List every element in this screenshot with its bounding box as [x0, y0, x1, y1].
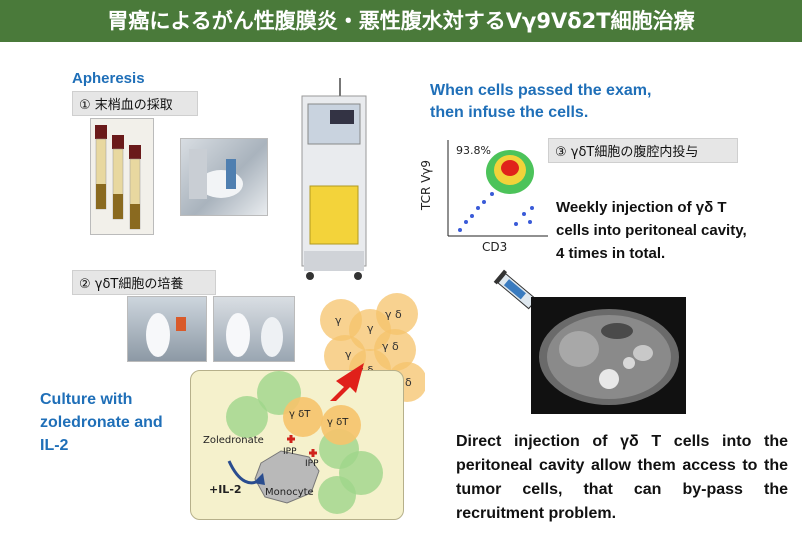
gdT-label-2: γ δT — [327, 417, 349, 428]
culture-caption: Culture with zoledronate and IL-2 — [40, 388, 163, 457]
gdT-cell — [321, 405, 361, 445]
lab-photo — [180, 138, 268, 216]
exam-text: When cells passed the exam, then infuse … — [430, 80, 651, 124]
cleanroom-photo-1 — [127, 296, 207, 362]
weekly-line1: Weekly injection of γδ T — [556, 199, 727, 216]
step3-label: ③ γδT細胞の腹腔内投与 — [548, 138, 738, 163]
flow-scatter-dots — [458, 192, 534, 232]
il2-label: +IL-2 — [209, 483, 242, 496]
exam-line2: then infuse the cells. — [430, 104, 589, 121]
exam-line1: When cells passed the exam, — [430, 82, 652, 99]
culture-caption-line1: Culture with — [40, 391, 133, 408]
monocyte-shape — [254, 450, 320, 504]
green-cell — [318, 476, 356, 514]
flow-percent: 93.8% — [456, 144, 491, 157]
ipp-label-1: IPP — [283, 447, 297, 457]
expanded-cell-label: γ — [335, 314, 342, 327]
blood-tubes-photo — [90, 118, 154, 235]
weekly-line3: 4 times in total. — [556, 245, 666, 262]
ipp-receptor — [309, 449, 317, 457]
mechanism-diagram: Zoledronate +IL-2 Monocyte IPP IPP γ δT … — [190, 370, 404, 520]
gdT-cell — [283, 397, 323, 437]
step2-label: ② γδT細胞の培養 — [72, 270, 216, 295]
ipp-label-2: IPP — [305, 459, 319, 469]
expanded-cell-label: γ δ — [382, 340, 399, 353]
apheresis-heading: Apheresis — [72, 70, 145, 87]
gdT-label-1: γ δT — [289, 409, 311, 420]
ct-scan-image — [531, 297, 686, 414]
conclusion-text: Direct injection of γδ T cells into the … — [456, 433, 788, 522]
page-title: 胃癌によるがん性腹膜炎・悪性腹水対するVγ9Vδ2T細胞治療 — [0, 0, 802, 42]
culture-caption-line3: IL-2 — [40, 437, 69, 454]
flow-cluster-core — [501, 160, 519, 176]
expansion-arrow — [322, 355, 370, 405]
green-cell — [226, 396, 268, 438]
expanded-cell-label: γ — [345, 348, 352, 361]
flow-xlabel: CD3 — [482, 240, 508, 254]
monocyte-label: Monocyte — [265, 487, 314, 498]
ipp-receptor — [287, 435, 295, 443]
weekly-line2: cells into peritoneal cavity, — [556, 222, 747, 239]
zoledronate-label: Zoledronate — [203, 435, 264, 446]
flow-cytometry-plot: 93.8% TCR Vγ9 CD3 — [412, 132, 552, 262]
zoledronate-arrow-head — [253, 473, 265, 485]
expanded-cell-label: γ δ — [385, 308, 402, 321]
apheresis-machine — [300, 76, 370, 281]
step1-label: ① 末梢血の採取 — [72, 91, 198, 116]
cleanroom-photo-2 — [213, 296, 295, 362]
culture-caption-line2: zoledronate and — [40, 414, 163, 431]
weekly-text: Weekly injection of γδ T cells into peri… — [556, 196, 747, 265]
flow-ylabel: TCR Vγ9 — [419, 159, 433, 211]
expanded-cell-label: γ — [367, 322, 374, 335]
